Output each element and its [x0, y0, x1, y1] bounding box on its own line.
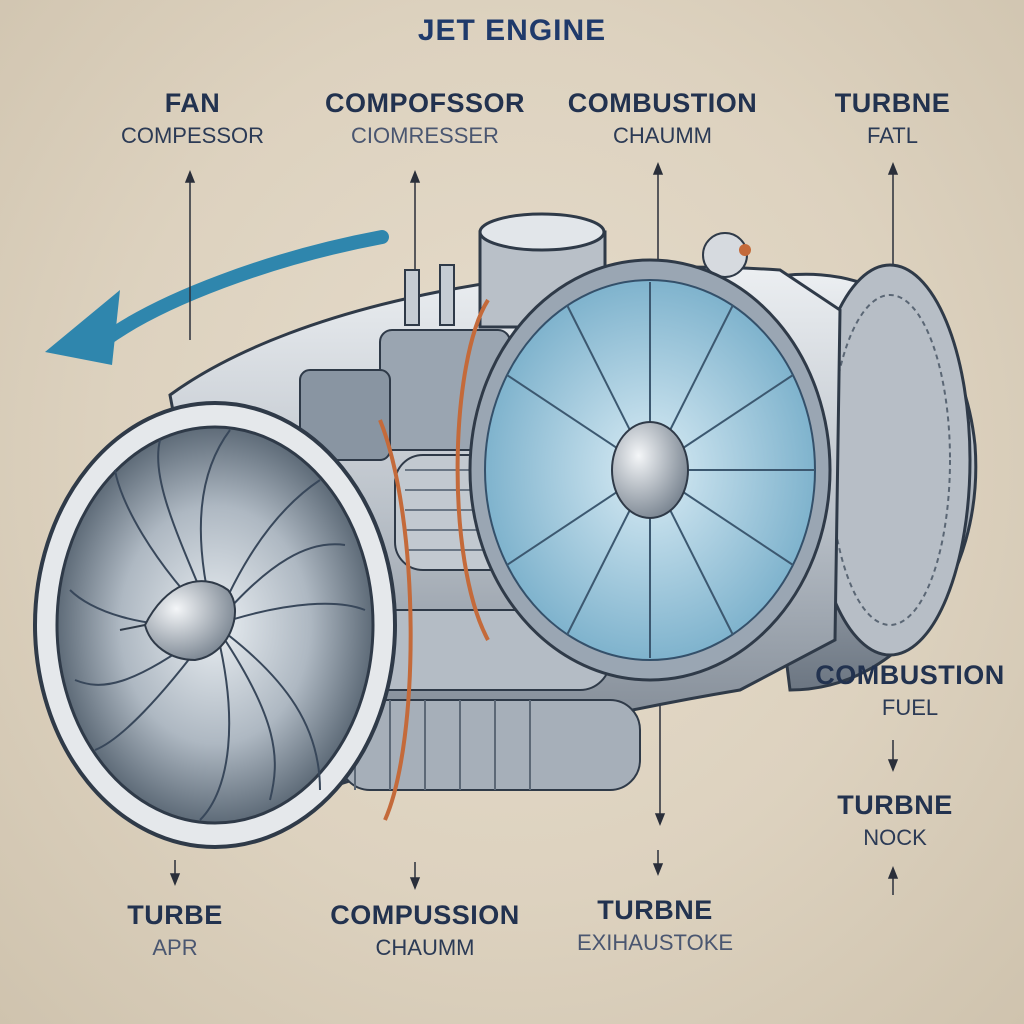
label-combustion-right-sub: FUEL	[881, 695, 939, 720]
label-combustion-right: COMBUSTION FUEL	[800, 660, 1020, 721]
label-compressor: COMPOFSSOR CIOMRESSER	[315, 88, 535, 149]
label-compressor-sub: CIOMRESSER	[351, 123, 499, 148]
label-compustion-bottom: COMPUSSION CHAUMM	[315, 900, 535, 961]
label-turbine-bottom: TURBNE EXIHAUSTOKE	[555, 895, 755, 956]
diagram-title: JET ENGINE	[417, 14, 607, 47]
label-turbine-right: TURBNE NOCK	[815, 790, 975, 851]
fuel-intake-pipe	[404, 212, 751, 329]
turbine-disc	[455, 258, 832, 682]
label-combustion-top-main: COMBUSTION	[567, 88, 758, 118]
label-compressor-main: COMPOFSSOR	[324, 88, 525, 118]
label-turbine-top: TURBNE FATL	[820, 88, 965, 149]
label-turbine-right-main: TURBNE	[837, 790, 953, 820]
label-compustion-bottom-main: COMPUSSION	[330, 900, 520, 930]
label-fan: FAN COMPESSOR	[95, 88, 290, 149]
label-turbine-top-sub: FATL	[867, 123, 918, 148]
label-turbine-right-sub: NOCK	[863, 825, 927, 850]
label-turbine-bottom-sub: EXIHAUSTOKE	[576, 930, 734, 955]
label-combustion-top-sub: CHAUMM	[613, 123, 712, 148]
label-combustion-top: COMBUSTION CHAUMM	[555, 88, 770, 149]
label-turbine-bottom-left: TURBE APR	[95, 900, 255, 961]
front-fan	[33, 401, 413, 849]
label-fan-main: FAN	[164, 88, 221, 118]
label-turbine-bottom-left-sub: APR	[152, 935, 198, 960]
label-compustion-bottom-sub: CHAUMM	[375, 935, 475, 960]
label-turbine-top-main: TURBNE	[834, 88, 951, 118]
label-turbine-bottom-left-main: TURBE	[127, 900, 223, 930]
label-turbine-bottom-main: TURBNE	[597, 895, 713, 925]
airflow-arrow	[45, 230, 389, 365]
label-combustion-right-main: COMBUSTION	[815, 660, 1005, 690]
label-fan-sub: COMPESSOR	[120, 123, 265, 148]
